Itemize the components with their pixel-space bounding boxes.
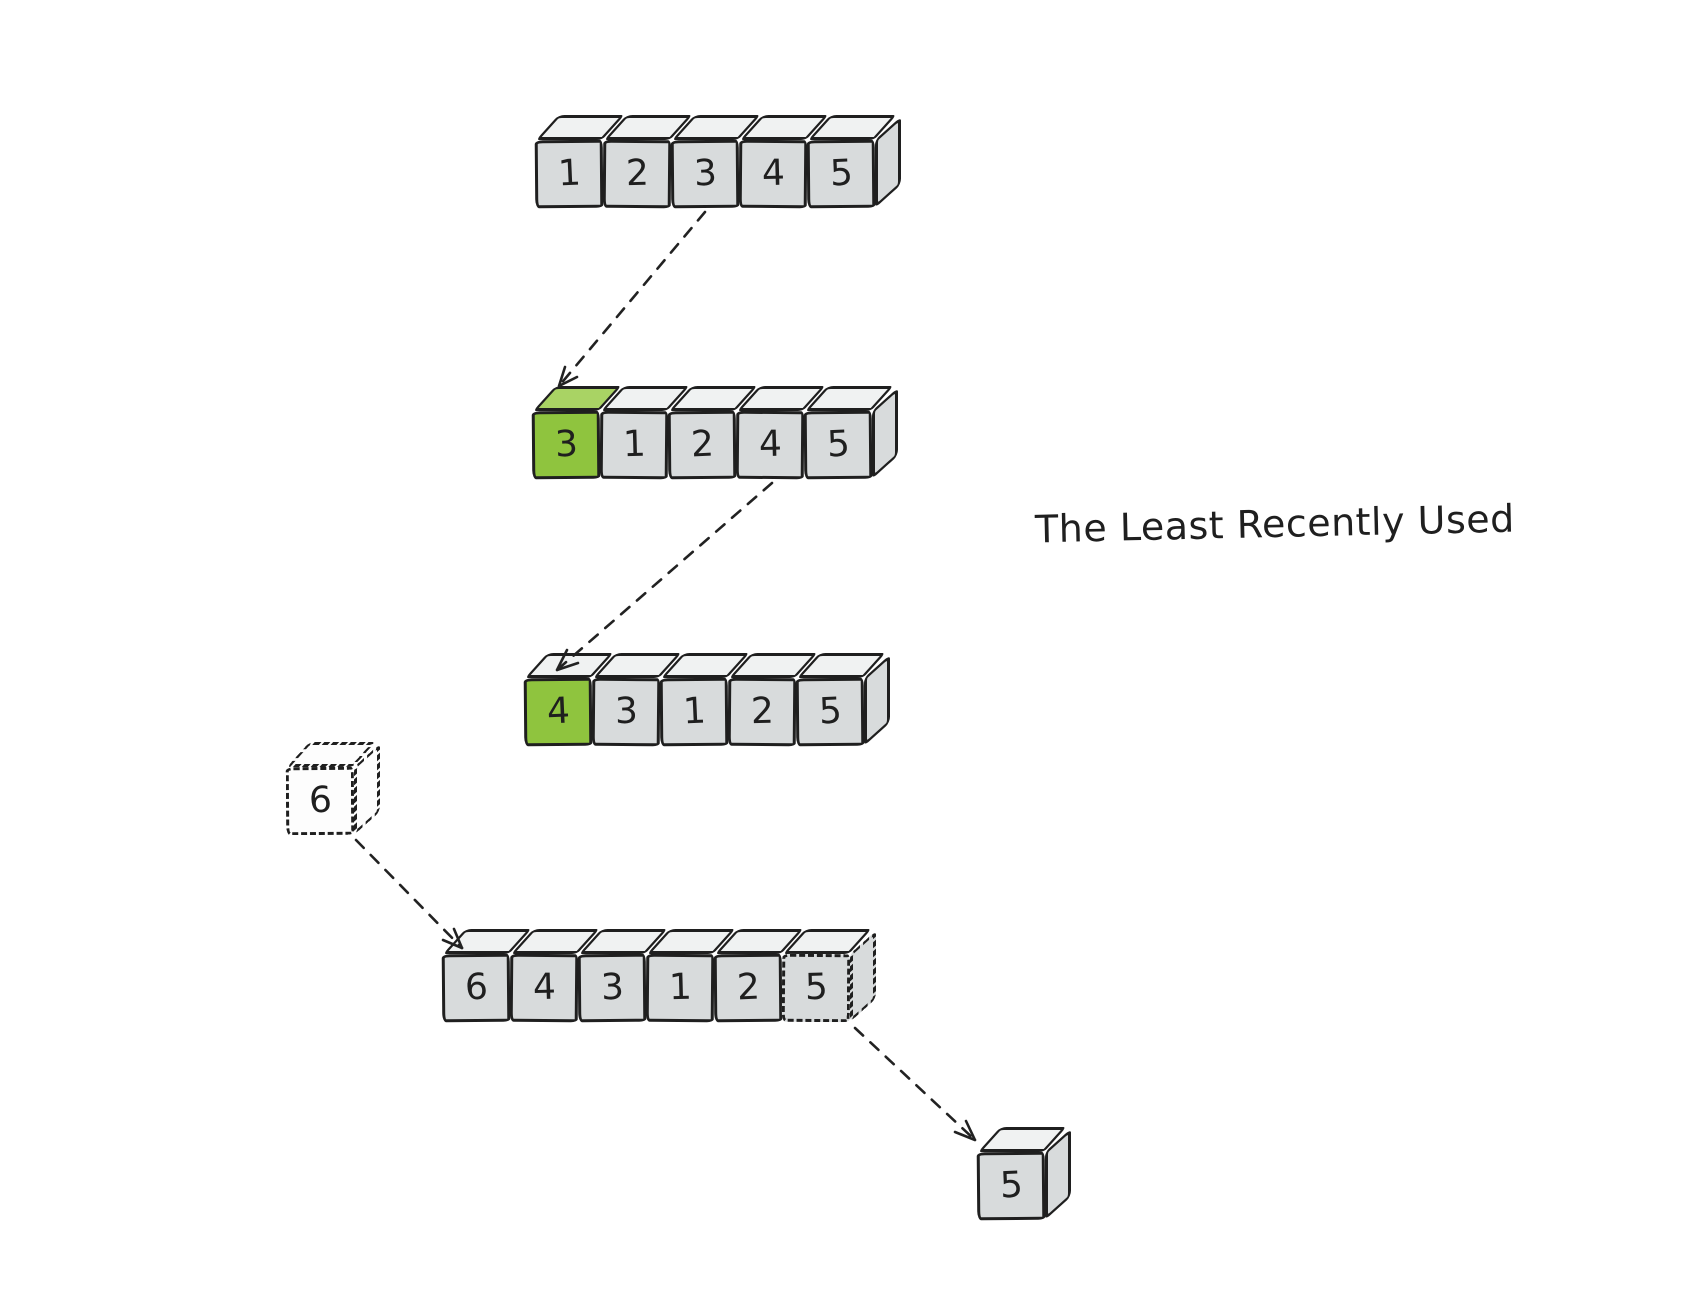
- cell-value: 1: [668, 966, 692, 1009]
- cell-value: 3: [599, 966, 625, 1009]
- cache-cell: 5: [976, 1127, 1067, 1221]
- cell-value: 4: [758, 423, 782, 466]
- cell-value: 2: [750, 690, 774, 733]
- cell-value: 2: [735, 966, 761, 1009]
- cache-cell: 1: [599, 386, 690, 480]
- cell-value: 1: [622, 423, 646, 466]
- cache-cell: 1: [659, 653, 750, 747]
- cache-cell: 2: [602, 115, 693, 209]
- cell-value: 4: [532, 966, 556, 1009]
- cell-value: 3: [692, 152, 718, 195]
- cache-cell: 3: [670, 115, 761, 209]
- cache-cell: 2: [727, 653, 818, 747]
- cache-cell: 3: [591, 653, 682, 747]
- cell-value: 5: [828, 152, 854, 195]
- evicted-item-cube: 5: [976, 1127, 1071, 1221]
- cache-cell-highlighted: 3: [531, 386, 622, 480]
- cache-cell: 2: [667, 386, 758, 480]
- cell-value: 6: [463, 966, 489, 1009]
- cube-front-face: 5: [803, 410, 873, 480]
- cache-cell-highlighted: 4: [523, 653, 614, 747]
- cache-cell: 5: [806, 115, 897, 209]
- cache-cell: 4: [738, 115, 829, 209]
- cache-row-after-access-4: 4 3 1 2 5: [523, 653, 890, 747]
- cache-cell: 6: [441, 929, 532, 1023]
- cube-front-face: 2: [602, 139, 672, 209]
- cube-front-face: 4: [738, 139, 808, 209]
- arrow-access-4: [555, 481, 774, 672]
- cube-front-face: 5: [806, 139, 876, 209]
- cache-cell: 1: [645, 929, 736, 1023]
- cube-front-face: 1: [534, 139, 604, 209]
- cell-value: 6: [307, 779, 333, 822]
- cube-front-face: 1: [599, 410, 669, 480]
- cell-value: 1: [681, 690, 707, 733]
- cell-value: 5: [817, 690, 843, 733]
- cache-cell: 5: [795, 653, 886, 747]
- cube-front-face: 4: [735, 410, 805, 480]
- arrow-evict-5: [853, 1026, 977, 1142]
- cube-front-face: 2: [727, 677, 797, 747]
- incoming-item-cube: 6: [285, 742, 380, 836]
- cube-front-face: 5: [976, 1151, 1046, 1221]
- cube-front-face: 1: [659, 677, 729, 747]
- cache-cell: 4: [735, 386, 826, 480]
- cell-value: 5: [804, 966, 828, 1009]
- cube-front-face: 3: [577, 953, 647, 1023]
- cache-cell: 3: [577, 929, 668, 1023]
- cell-value: 4: [761, 152, 785, 195]
- cell-value: 4: [545, 690, 571, 733]
- arrow-access-3-head: [557, 365, 579, 388]
- cache-cell: 4: [509, 929, 600, 1023]
- cube-front-face: 2: [667, 410, 737, 480]
- cache-cell-evicting: 5: [781, 929, 872, 1023]
- cube-front-face: 3: [531, 410, 601, 480]
- arrow-evict-5-head: [953, 1119, 977, 1142]
- cube-front-face: 3: [670, 139, 740, 209]
- cache-row-after-insert-6: 6 4 3 1 2 5: [441, 929, 876, 1023]
- cell-value: 3: [614, 690, 638, 733]
- cube-front-face: 6: [441, 953, 511, 1023]
- cube-front-face: 5: [795, 677, 865, 747]
- cube-front-face: 3: [591, 677, 661, 747]
- cell-value: 1: [556, 152, 582, 195]
- cache-cell: 1: [534, 115, 625, 209]
- cell-value: 5: [998, 1164, 1024, 1207]
- cube-front-face: 5: [781, 953, 851, 1023]
- diagram-title: The Least Recently Used: [1034, 496, 1516, 552]
- arrow-access-3: [557, 210, 707, 388]
- cube-front-face: 4: [523, 677, 593, 747]
- cube-front-face: 1: [645, 953, 715, 1023]
- cell-value: 2: [689, 423, 715, 466]
- cell-value: 2: [625, 152, 649, 195]
- cube-front-face: 4: [509, 953, 579, 1023]
- cache-cell: 2: [713, 929, 804, 1023]
- arrow-insert-6: [354, 838, 464, 950]
- cell-value: 5: [825, 423, 851, 466]
- cache-row-after-access-3: 3 1 2 4 5: [531, 386, 898, 480]
- cell-value: 3: [553, 423, 579, 466]
- cube-front-face: 2: [713, 953, 783, 1023]
- cube-front-face: 6: [285, 766, 355, 836]
- cache-cell: 6: [285, 742, 376, 836]
- cache-row-initial: 1 2 3 4 5: [534, 115, 901, 209]
- cache-cell: 5: [803, 386, 894, 480]
